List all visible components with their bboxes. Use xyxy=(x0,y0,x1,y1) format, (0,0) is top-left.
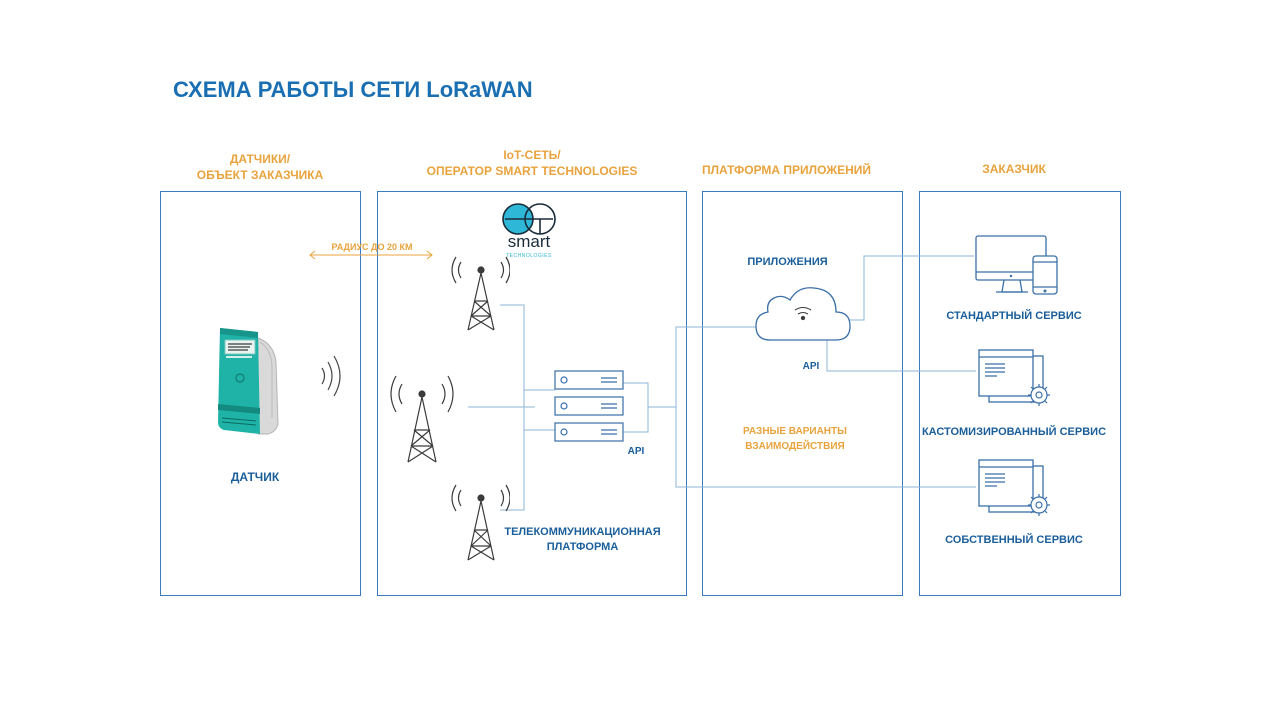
radius-arrow-icon xyxy=(309,250,433,260)
server-api-label: API xyxy=(627,446,645,457)
cloud-icon xyxy=(755,287,851,341)
computer-and-phone-icon xyxy=(975,235,1058,295)
window-gear-icon xyxy=(978,459,1050,516)
panel-iot-network xyxy=(377,191,687,596)
logo-subtext: TECHNOLOGIES xyxy=(506,253,552,259)
interaction-variants-label: РАЗНЫЕ ВАРИАНТЫ ВЗАИМОДЕЙСТВИЯ xyxy=(735,424,855,454)
variants-label-line: ВЗАИМОДЕЙСТВИЯ xyxy=(745,441,845,452)
radio-tower-icon xyxy=(451,256,510,331)
sensor-device-icon xyxy=(218,328,279,435)
towers-bus-line xyxy=(500,304,525,511)
panel-app-platform xyxy=(702,191,903,596)
sensor-label: ДАТЧИК xyxy=(230,470,280,484)
cloud-to-standard-service-line xyxy=(848,255,974,321)
telecom-platform-label: ТЕЛЕКОММУНИКАЦИОННАЯ ПЛАТФОРМА xyxy=(495,525,670,555)
column-heading-line: ДАТЧИКИ/ xyxy=(229,152,291,166)
sensor-signal-icon xyxy=(321,355,341,397)
panel-customer xyxy=(919,191,1121,596)
network-to-cloud-line xyxy=(675,326,757,407)
column-heading-app-platform: ПЛАТФОРМА ПРИЛОЖЕНИЙ xyxy=(702,162,872,178)
service-label-own: СОБСТВЕННЫЙ СЕРВИС xyxy=(945,534,1083,546)
telecom-label-line: ПЛАТФОРМА xyxy=(546,541,619,553)
service-label-standard: СТАНДАРТНЫЙ СЕРВИС xyxy=(946,310,1082,322)
column-heading-line: IoT-СЕТЬ/ xyxy=(503,148,561,162)
variants-label-line: РАЗНЫЕ ВАРИАНТЫ xyxy=(743,426,847,437)
column-heading-line: ОПЕРАТОР SMART TECHNOLOGIES xyxy=(426,164,638,178)
logo-text: smart xyxy=(507,232,551,251)
column-heading-customer: ЗАКАЗЧИК xyxy=(919,161,1109,177)
window-gear-icon xyxy=(978,349,1050,406)
column-heading-line: ПЛАТФОРМА ПРИЛОЖЕНИЙ xyxy=(702,163,872,177)
page-title: СХЕМА РАБОТЫ СЕТИ LoRaWAN xyxy=(173,77,533,102)
column-heading-sensors: ДАТЧИКИ/ ОБЪЕКТ ЗАКАЗЧИКА xyxy=(160,151,360,183)
panel-sensors xyxy=(160,191,361,596)
network-to-own-service-line xyxy=(675,407,976,488)
column-heading-iot-network: IoT-СЕТЬ/ ОПЕРАТОР SMART TECHNOLOGIES xyxy=(377,147,687,179)
server-stack-icon xyxy=(554,370,624,442)
telecom-label-line: ТЕЛЕКОММУНИКАЦИОННАЯ xyxy=(504,526,661,538)
radio-tower-icon xyxy=(390,375,454,463)
column-heading-line: ОБЪЕКТ ЗАКАЗЧИКА xyxy=(196,168,324,182)
radio-tower-icon xyxy=(451,484,510,561)
applications-label: ПРИЛОЖЕНИЯ xyxy=(747,256,828,268)
radius-label: РАДИУС ДО 20 КМ xyxy=(331,242,413,252)
cloud-to-custom-service-line xyxy=(826,340,976,372)
smart-technologies-logo xyxy=(502,203,556,235)
servers-to-network-line xyxy=(623,382,676,433)
cloud-api-label: API xyxy=(802,361,820,372)
column-heading-line: ЗАКАЗЧИК xyxy=(982,162,1046,176)
bus-to-server-line xyxy=(524,389,555,431)
service-label-customized: КАСТОМИЗИРОВАННЫЙ СЕРВИС xyxy=(921,426,1107,438)
